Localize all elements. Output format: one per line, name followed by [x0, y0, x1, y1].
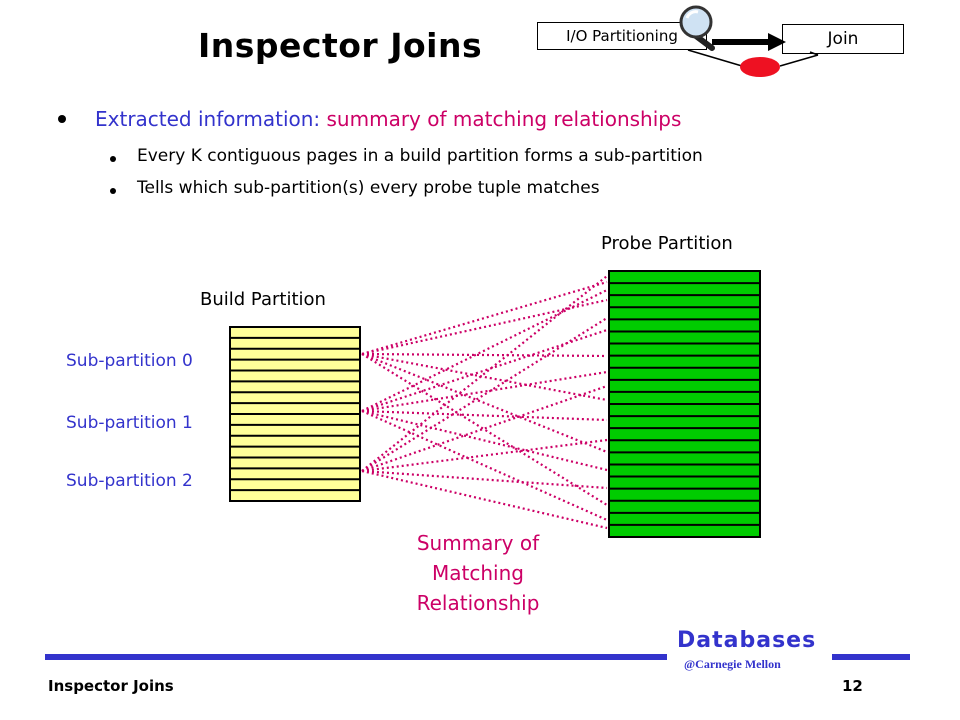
bullet-main: Extracted information: summary of matchi…: [95, 107, 681, 131]
flow-line-left: [687, 49, 743, 67]
matching-line: [361, 469, 608, 530]
sub-bullet-1: Every K contiguous pages in a build part…: [137, 146, 703, 166]
matching-line: [361, 370, 608, 413]
bullet-dot: [58, 115, 66, 123]
slide-title: Inspector Joins: [198, 26, 483, 65]
matching-line: [361, 469, 608, 490]
matching-line: [361, 352, 608, 402]
matching-line: [361, 409, 608, 472]
sub-partition-1-label: Sub-partition 1: [66, 413, 193, 433]
footer-title: Inspector Joins: [48, 677, 174, 695]
flow-line-right: [779, 54, 819, 67]
header-flow-graphic: [679, 5, 819, 77]
page-number: 12: [842, 677, 863, 695]
footer-rule-left: [45, 654, 667, 660]
summary-line-2: Matching: [432, 561, 524, 585]
matching-line: [361, 438, 608, 473]
matching-line: [361, 353, 608, 506]
flow-arrow-head: [768, 33, 786, 51]
matching-line: [361, 298, 608, 356]
join-box: Join: [782, 24, 904, 54]
summary-label: Summary of Matching Relationship: [378, 528, 578, 618]
io-partitioning-box: I/O Partitioning: [537, 22, 707, 50]
join-label: Join: [827, 29, 859, 49]
probe-partition: [608, 270, 761, 538]
matching-line: [361, 384, 608, 473]
matching-line: [361, 317, 608, 472]
matching-line: [361, 352, 608, 358]
footer-brand-sub: @Carnegie Mellon: [684, 657, 781, 671]
bullet-main-emphasis: summary of matching relationships: [326, 107, 682, 131]
build-partition-label: Build Partition: [200, 289, 326, 310]
footer-brand: Databases: [677, 628, 817, 653]
magnifying-glass-icon: [679, 5, 715, 51]
sub-bullet-dot: [110, 188, 116, 194]
matching-line: [361, 280, 608, 356]
sub-bullet-dot: [110, 156, 116, 162]
matching-line: [361, 275, 608, 472]
io-partitioning-label: I/O Partitioning: [566, 27, 678, 45]
matching-lines: [361, 275, 608, 530]
sub-bullet-2: Tells which sub-partition(s) every probe…: [137, 178, 600, 198]
red-marker: [740, 57, 780, 77]
build-partition: [229, 326, 361, 502]
footer-rule-right: [832, 654, 910, 660]
probe-partition-label: Probe Partition: [601, 233, 733, 254]
sub-partition-2-label: Sub-partition 2: [66, 471, 193, 491]
matching-line: [361, 409, 608, 422]
summary-line-3: Relationship: [416, 591, 540, 615]
summary-line-1: Summary of: [416, 531, 540, 555]
bullet-main-prefix: Extracted information:: [95, 107, 327, 131]
matching-line: [361, 352, 608, 454]
matching-line: [361, 289, 608, 412]
sub-partition-0-label: Sub-partition 0: [66, 351, 193, 371]
